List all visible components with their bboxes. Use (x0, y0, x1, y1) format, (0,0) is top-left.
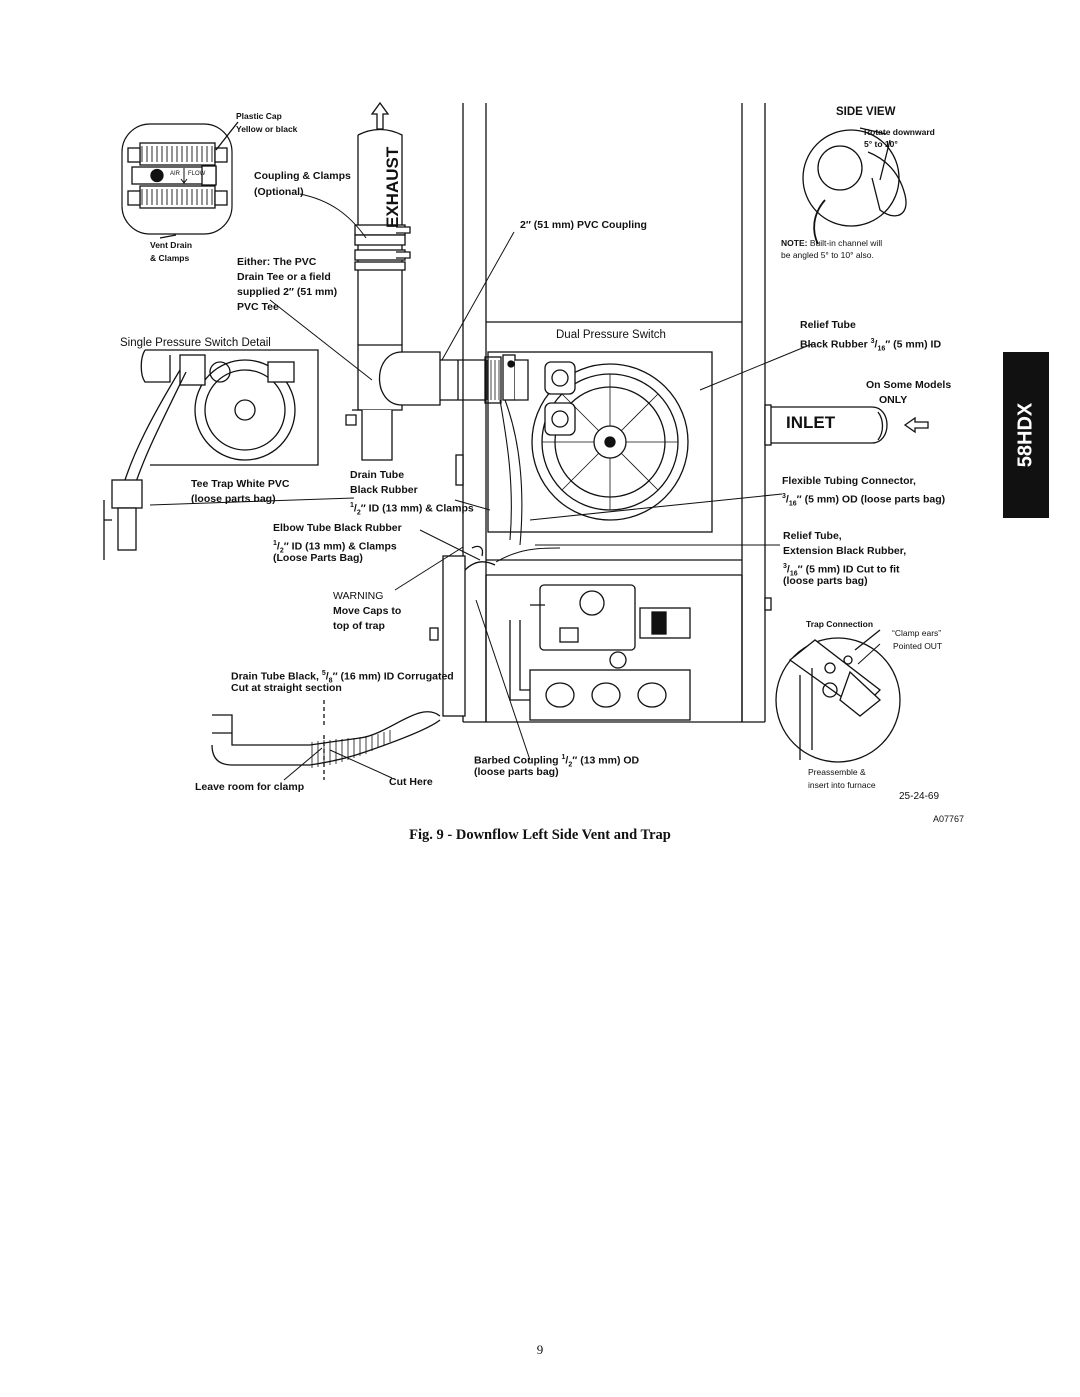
exhaust-pipe (345, 101, 502, 461)
leave-room-label: Leave room for clamp (195, 781, 305, 793)
extension-size-label: 3/16″ (5 mm) ID Cut to fit (783, 563, 900, 578)
trap-assembly (442, 545, 561, 717)
loose-parts-bag-label: (Loose Parts Bag) (273, 552, 363, 564)
dual-pressure-switch-label: Dual Pressure Switch (556, 329, 666, 341)
barbed-coupling-label: Barbed Coupling 1/2″ (13 mm) OD (474, 754, 640, 769)
flow-label: FLOW (188, 171, 206, 177)
exhaust-label: EXHAUST (383, 146, 402, 228)
trap-connection-label: Trap Connection (806, 619, 874, 629)
either-pvc-line4: PVC Tee (237, 301, 279, 313)
barbed-bag-label: (loose parts bag) (474, 766, 559, 778)
move-caps-label: Move Caps to (333, 605, 402, 617)
tee-trap-line1: Tee Trap White PVC (191, 478, 290, 490)
flex-tubing-label: Flexible Tubing Connector, (782, 475, 916, 487)
part-number-label: 25-24-69 (899, 791, 940, 802)
gas-valve-burners (509, 584, 691, 721)
extension-label: Extension Black Rubber, (783, 545, 907, 557)
pvc-coupling-label: 2″ (51 mm) PVC Coupling (520, 219, 647, 231)
air-label: AIR (170, 171, 181, 177)
note-line2: be angled 5° to 10° also. (781, 250, 874, 260)
single-pressure-switch-detail (103, 349, 319, 560)
coupling-clamps-label: Coupling & Clamps (254, 170, 351, 182)
either-pvc-line1: Either: The PVC (237, 256, 317, 268)
single-pressure-switch-label: Single Pressure Switch Detail (120, 337, 271, 349)
rotate-downward-label: Rotate downward (864, 127, 935, 137)
relief-tube-label: Relief Tube (800, 319, 856, 331)
figure-code: A07767 (933, 814, 965, 824)
side-tab: 58HDX (1003, 352, 1049, 518)
trap-connection-detail (775, 629, 901, 763)
inlet-pipe (771, 406, 929, 444)
leader-lines (149, 193, 881, 781)
corrugated-drain-tube (211, 700, 441, 780)
warning-label: WARNING (333, 590, 384, 602)
vent-drain-label: Vent Drain (150, 240, 193, 250)
drain-tube-label: Drain Tube (350, 469, 405, 481)
side-view-label: SIDE VIEW (836, 106, 896, 118)
on-some-models-label: On Some Models (866, 379, 952, 391)
side-tab-label: 58HDX (1014, 402, 1037, 468)
pointed-out-label: Pointed OUT (893, 641, 943, 651)
inducer-blower (499, 354, 689, 546)
drain-tube-size-label: 1/2″ ID (13 mm) & Clamps (350, 502, 474, 517)
relief-tube-size-label: Black Rubber 3/16″ (5 mm) ID (800, 338, 942, 353)
cut-here-label: Cut Here (389, 776, 433, 788)
either-pvc-line2: Drain Tee or a field (237, 271, 331, 283)
furnace-cabinet (429, 103, 772, 723)
side-view-detail (802, 127, 907, 245)
note-line1: NOTE: Built-in channel will (781, 238, 883, 248)
elbow-tube-size-label: 1/2″ ID (13 mm) & Clamps (273, 540, 397, 555)
elbow-tube-label: Elbow Tube Black Rubber (273, 522, 402, 534)
clamp-ears-label: “Clamp ears” (892, 628, 942, 638)
clamps-label: & Clamps (150, 253, 190, 263)
tee-trap-line2: (loose parts bag) (191, 493, 276, 505)
yellow-or-black-label: Yellow or black (236, 124, 298, 134)
vent-drain-detail (121, 121, 239, 239)
cut-straight-label: Cut at straight section (231, 682, 342, 694)
only-label: ONLY (879, 394, 908, 406)
flex-tubing-size-label: 3/16″ (5 mm) OD (loose parts bag) (782, 493, 946, 508)
inlet-label: INLET (786, 413, 836, 432)
rotate-degrees-label: 5° to 10° (864, 139, 898, 149)
figure-caption: Fig. 9 - Downflow Left Side Vent and Tra… (409, 827, 671, 843)
page-number: 9 (536, 1342, 544, 1357)
plastic-cap-label: Plastic Cap (236, 111, 282, 121)
either-pvc-line3: supplied 2″ (51 mm) (237, 286, 338, 298)
insert-label: insert into furnace (808, 780, 876, 790)
vent-trap-diagram (103, 101, 929, 781)
corrugated-tube-label: Drain Tube Black, 5/8″ (16 mm) ID Corrug… (231, 670, 454, 685)
preassemble-label: Preassemble & (808, 767, 866, 777)
optional-label: (Optional) (254, 186, 304, 198)
extension-bag-label: (loose parts bag) (783, 575, 868, 587)
relief-tube-2-label: Relief Tube, (783, 530, 842, 542)
top-of-trap-label: top of trap (333, 620, 385, 632)
drain-tube-rubber-label: Black Rubber (350, 484, 418, 496)
